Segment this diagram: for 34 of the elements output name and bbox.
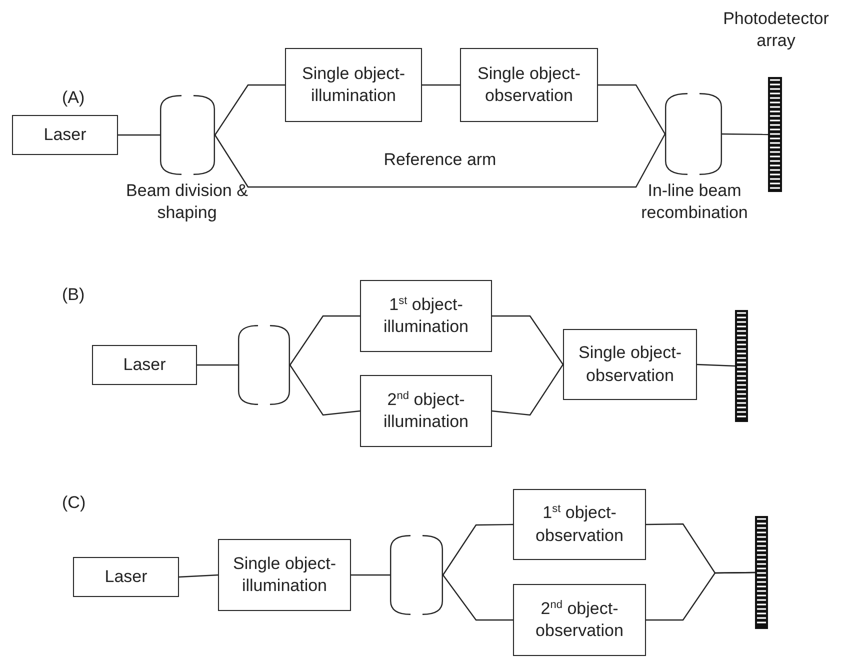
- process-box: 1$^{st}$ object-illumination: [360, 280, 492, 352]
- connector-line: [492, 315, 564, 365]
- process-box: Single object-observation: [460, 48, 598, 122]
- component-caption: Beam division & shaping: [125, 180, 249, 224]
- panel-label: (B): [62, 285, 85, 305]
- connector-line: [598, 84, 666, 134]
- component-caption: In-line beam recombination: [640, 180, 749, 224]
- connector-line: [197, 364, 238, 366]
- process-box: Laser: [73, 557, 179, 597]
- component-caption: Photodetector array: [722, 8, 830, 52]
- panel-label: (C): [62, 493, 86, 513]
- connector-line: [290, 315, 360, 366]
- connector-line: [422, 84, 460, 86]
- process-box: 2$^{nd}$ object-illumination: [360, 375, 492, 447]
- connector-line: [178, 574, 218, 578]
- connector-line: [442, 524, 513, 576]
- process-box: Single object-observation: [563, 329, 697, 400]
- connector-line: [696, 364, 736, 367]
- process-box: 2$^{nd}$ object-observation: [513, 584, 646, 656]
- panel-label: (A): [62, 88, 85, 108]
- process-box: Single object-illumination: [285, 48, 422, 122]
- process-box: Laser: [12, 115, 118, 155]
- connector-line: [646, 572, 755, 621]
- connector-line: [442, 574, 513, 621]
- process-box: 1$^{st}$ object-observation: [513, 489, 646, 560]
- process-box: Single object-illumination: [218, 539, 351, 611]
- connector-line: [118, 134, 160, 136]
- connector-line: [214, 84, 285, 136]
- process-box: Laser: [92, 345, 197, 385]
- connector-line: [290, 364, 360, 416]
- connector-line: [351, 574, 390, 576]
- connector-line: [214, 134, 666, 188]
- connector-line: [722, 133, 768, 136]
- connector-line: [492, 364, 564, 416]
